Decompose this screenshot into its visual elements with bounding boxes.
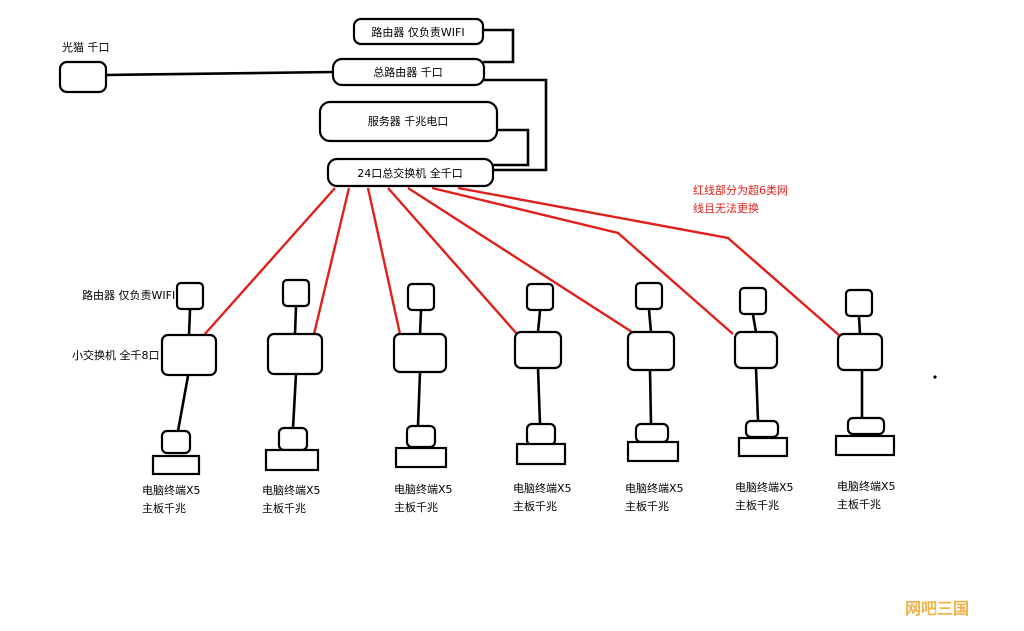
branch-router-2 [281,278,311,308]
branch-6: 电脑终端X5 主板千兆 [733,286,794,512]
wifi-router-top-box [352,17,485,46]
terminal-label-4: 电脑终端X5 [513,481,572,495]
terminal-label-3: 电脑终端X5 [394,482,453,496]
branch-2: 电脑终端X5 主板千兆 [262,278,324,515]
terminal-cable-6 [754,367,760,422]
branch-5: 电脑终端X5 主板千兆 [625,281,684,513]
computer-base-2 [264,448,320,472]
terminal-cable-2 [291,373,298,429]
branch-router-4 [525,282,555,312]
terminal-sublabel-1: 主板千兆 [142,501,186,515]
small-switch-2 [266,332,324,376]
main-router-box [331,57,486,87]
computer-6 [744,419,780,439]
small-switch-4 [513,330,563,370]
computer-1 [160,429,192,455]
main-router-label: 总路由器 千口 [373,65,443,79]
router-to-wifi-cable [483,28,515,64]
computer-base-4 [515,442,567,466]
branch-router-1 [175,281,205,311]
computer-4 [525,422,557,447]
computer-2 [277,426,309,452]
branch-4: 电脑终端X5 主板千兆 [513,282,572,513]
computer-base-5 [626,440,680,463]
branch-router-6 [738,286,768,316]
terminal-cable-5 [648,369,653,425]
terminal-sublabel-4: 主板千兆 [513,499,557,513]
terminal-cable-4 [536,367,542,425]
core-switch-label: 24口总交换机 全千口 [357,166,463,180]
modem-label: 光猫 千口 [62,40,110,54]
computer-base-3 [394,446,448,469]
small-switch-3 [392,332,448,374]
small-switch-label: 小交换机 全千8口 [72,348,160,362]
branches: 电脑终端X5 主板千兆 电脑终端X5 主板千兆 电脑终端X5 主板千兆 电脑终端X5 主板千兆… [142,278,896,515]
server-box [318,100,499,143]
stray-dot [933,375,937,379]
server-label: 服务器 千兆电口 [368,115,449,128]
computer-3 [405,424,437,449]
branch-router-cable-5 [647,309,653,333]
computer-7 [846,416,886,436]
computer-5 [634,422,670,444]
branch-router-7 [844,288,874,318]
red-cable-note-line2: 线且无法更换 [693,201,759,215]
red-cable-6 [431,186,734,335]
branch-router-cable-7 [857,316,862,335]
branch-router-3 [406,282,436,312]
terminal-sublabel-3: 主板千兆 [394,500,438,514]
small-switch-1 [160,333,218,377]
red-cable-7 [457,186,841,337]
terminal-label-2: 电脑终端X5 [262,483,321,497]
red-cable-5 [407,186,633,334]
computer-base-7 [834,434,896,457]
branch-router-cable-2 [293,306,298,335]
red-cables [203,186,841,337]
branch-1: 电脑终端X5 主板千兆 [142,281,218,515]
branch-router-cable-1 [187,309,192,336]
terminal-label-6: 电脑终端X5 [735,480,794,494]
branch-7: 电脑终端X5 主板千兆 [834,288,896,511]
terminal-label-7: 电脑终端X5 [837,479,896,493]
terminal-sublabel-7: 主板千兆 [837,497,881,511]
terminal-sublabel-5: 主板千兆 [625,499,669,513]
modem-to-router-cable [105,70,334,77]
small-switch-7 [836,332,884,372]
small-switch-6 [733,330,779,370]
wifi-router-top-label: 路由器 仅负责WIFI [371,25,464,39]
computer-base-1 [151,454,201,476]
small-switch-5 [626,330,676,372]
terminal-cable-3 [416,371,422,427]
branch-router-cable-6 [751,314,758,333]
terminal-cable-1 [176,375,190,432]
core-switch-box [326,157,495,188]
red-cable-2 [312,187,351,335]
branch-3: 电脑终端X5 主板千兆 [392,282,453,514]
terminal-label-1: 电脑终端X5 [142,483,201,497]
modem-box [58,60,108,94]
terminal-label-5: 电脑终端X5 [625,481,684,495]
red-cable-note-line1: 红线部分为超6类网 [693,183,788,197]
terminal-sublabel-6: 主板千兆 [735,498,779,512]
server-to-switch-cable [493,128,530,167]
branch-router-label: 路由器 仅负责WIFI [82,288,175,302]
terminal-sublabel-2: 主板千兆 [262,501,306,515]
branch-router-5 [634,281,664,311]
red-cable-3 [366,187,402,335]
computer-base-6 [737,436,789,458]
branch-router-cable-4 [536,310,542,333]
red-cable-1 [203,187,336,336]
router-to-switch-cable [484,78,548,172]
red-cable-4 [387,187,518,335]
branch-router-cable-3 [418,310,423,335]
watermark-logo: 网吧三国 [905,599,969,618]
